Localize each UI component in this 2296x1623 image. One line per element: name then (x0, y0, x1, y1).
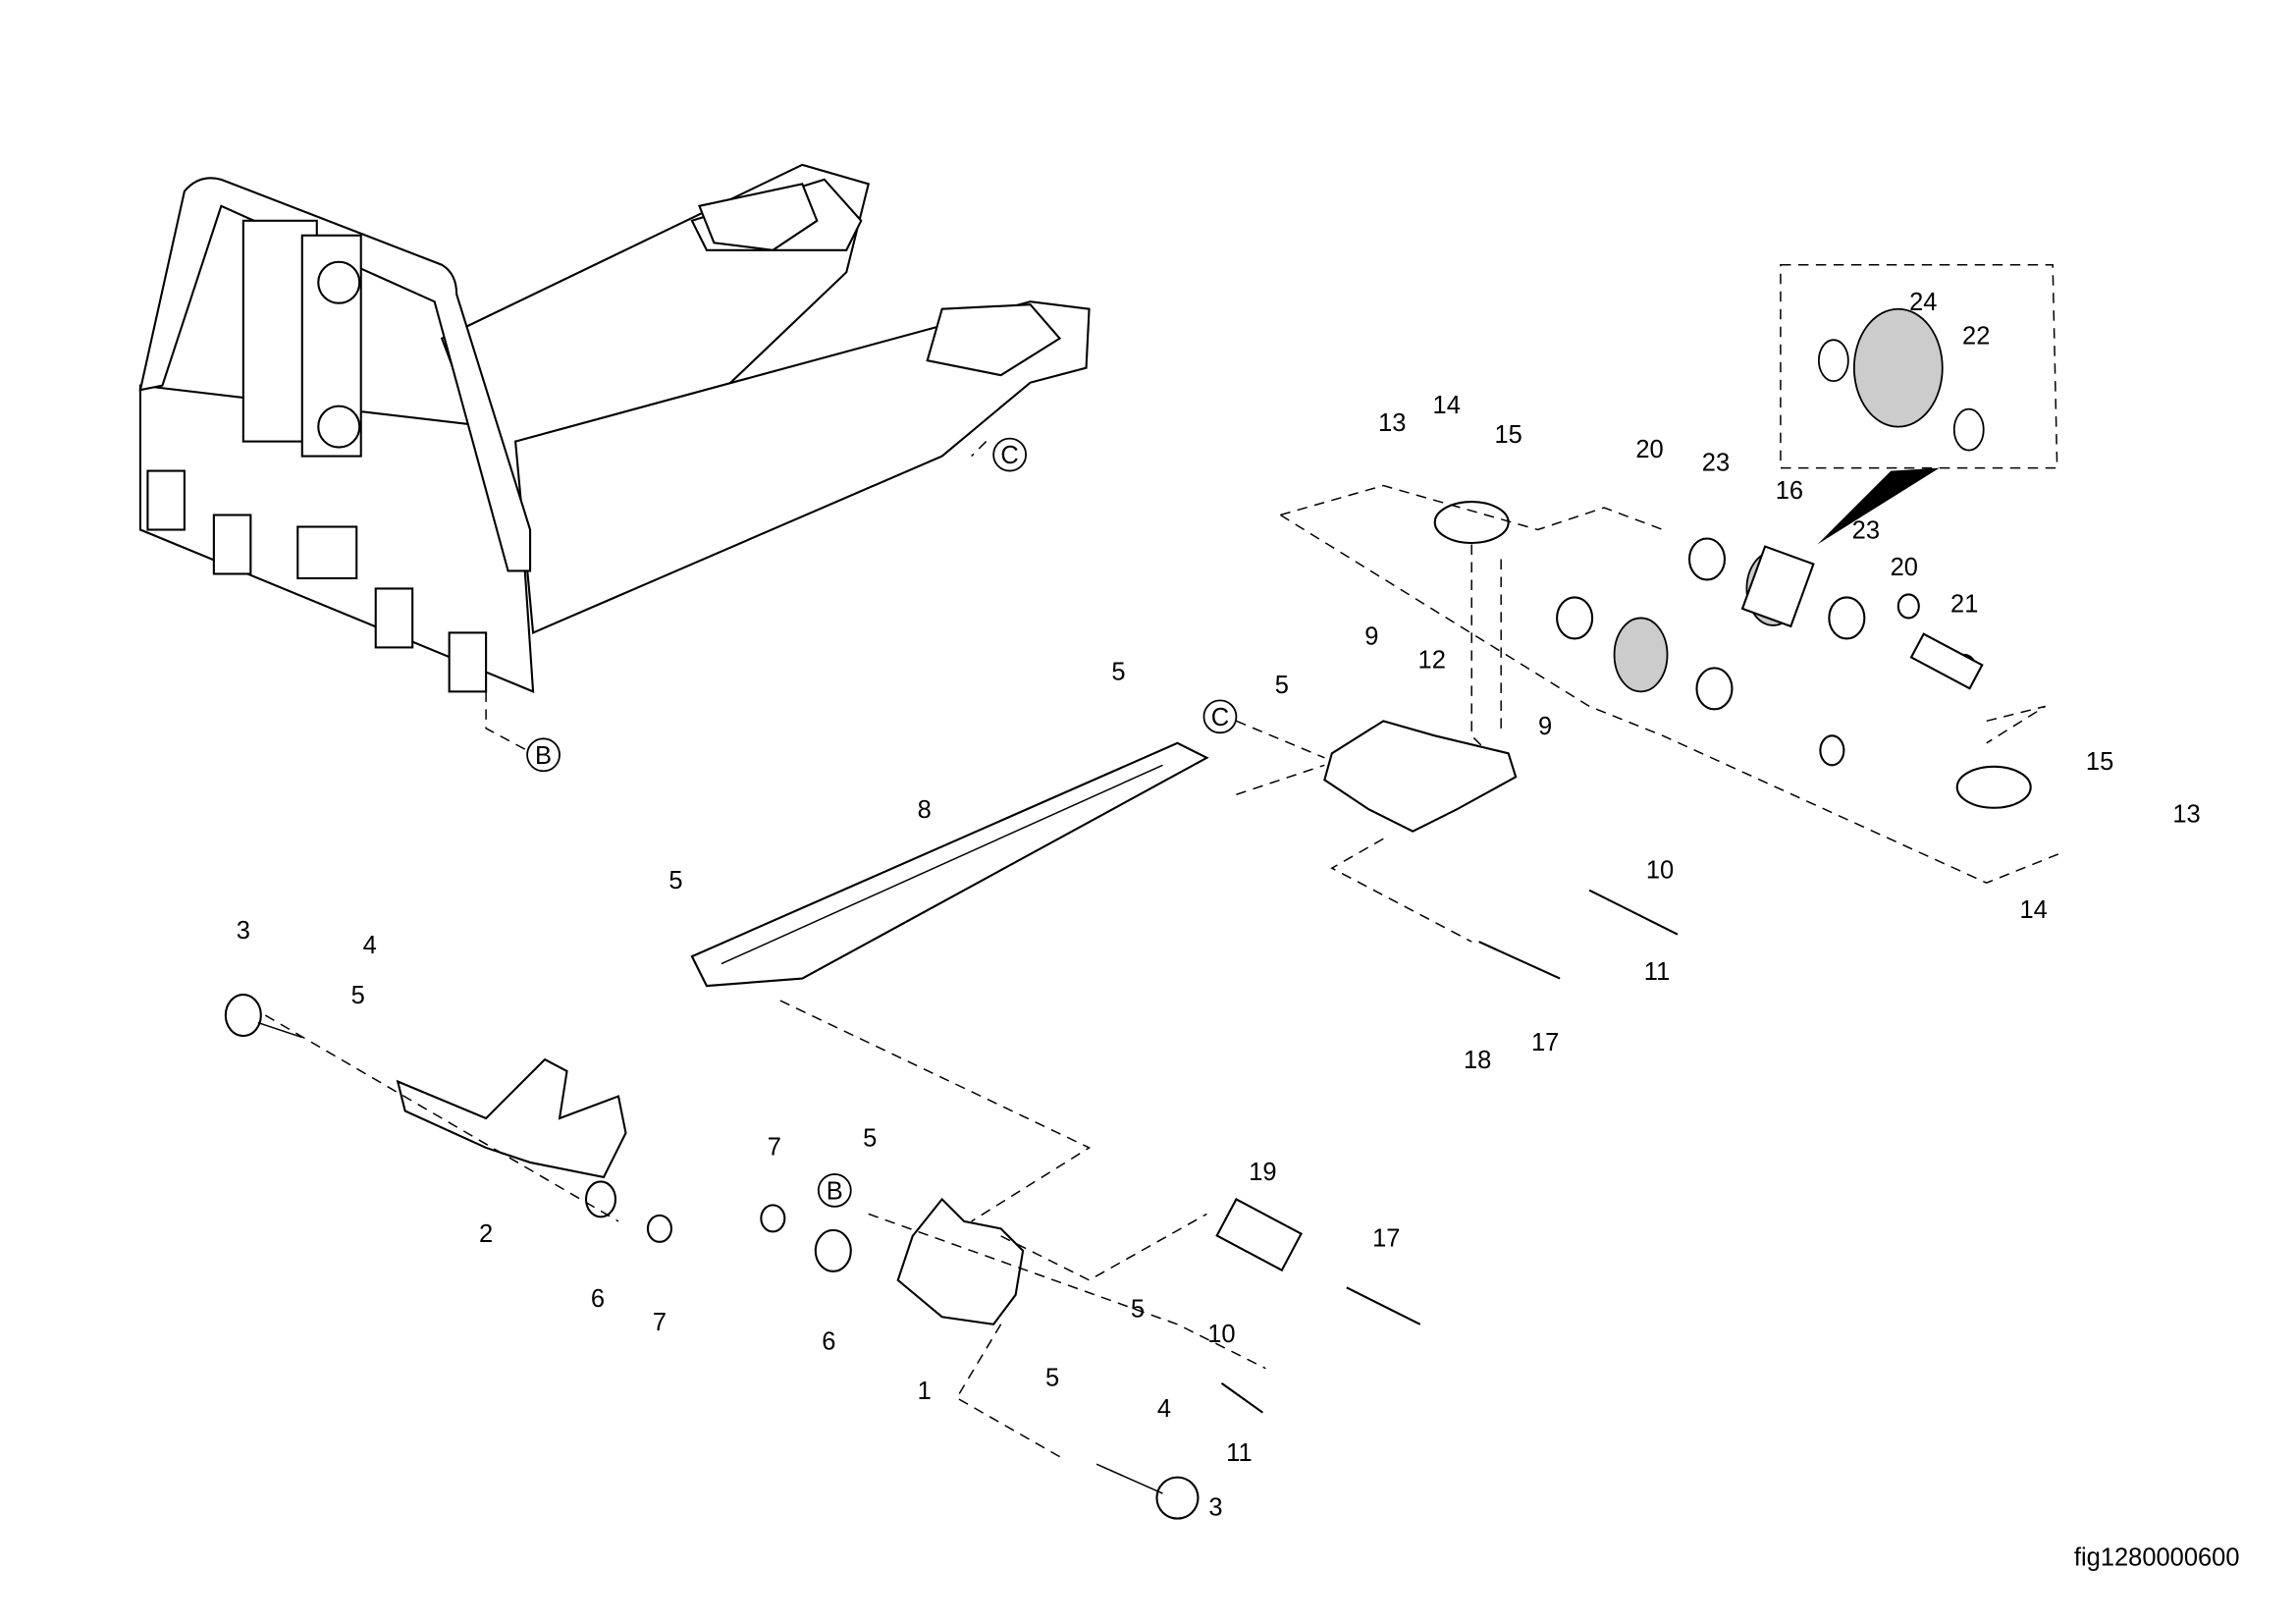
callout: 5 (668, 867, 682, 894)
link-rod (690, 741, 1209, 988)
callout: 9 (1364, 622, 1378, 650)
callout: 20 (1891, 554, 1918, 581)
callout: 15 (2086, 748, 2113, 776)
callout: 16 (1776, 477, 1803, 505)
callout: 11 (1226, 1439, 1252, 1467)
svg-text:B: B (535, 742, 552, 770)
svg-text:C: C (1000, 442, 1018, 469)
figure-id: fig1280000600 (2074, 1544, 2240, 1572)
callout: 5 (1045, 1365, 1059, 1392)
svg-text:C: C (1211, 704, 1229, 731)
svg-text:B: B (827, 1177, 843, 1205)
ref-marker-c-frame: C (992, 437, 1028, 472)
callout: 23 (1702, 450, 1730, 477)
callout: 21 (1950, 590, 1978, 618)
callout: 20 (1635, 436, 1663, 463)
callout: 24 (1909, 289, 1937, 316)
callout: 8 (918, 796, 932, 824)
bracket-part-2 (396, 1057, 627, 1179)
ref-marker-b-bracket: B (817, 1173, 852, 1208)
callout: 10 (1207, 1321, 1235, 1348)
callout: 15 (1494, 421, 1522, 449)
callout: 11 (1644, 958, 1670, 986)
lever-bracket (1323, 720, 1518, 833)
callout: 5 (1275, 672, 1289, 699)
callout: 5 (863, 1124, 877, 1152)
callout: 13 (2172, 801, 2200, 829)
callout: 3 (237, 917, 250, 945)
callout: 18 (1464, 1047, 1491, 1074)
callouts: 13 14 15 20 23 24 22 16 23 20 21 15 13 1… (237, 289, 2201, 1521)
ref-marker-c-lever: C (1202, 699, 1238, 734)
ref-marker-b-frame: B (526, 737, 561, 773)
pins-and-bushings (224, 593, 1984, 1520)
callout: 2 (479, 1220, 493, 1248)
callout: 14 (1433, 392, 1461, 419)
callout: 5 (1131, 1295, 1145, 1323)
callout: 9 (1538, 713, 1552, 740)
pallet-truck-frame (138, 163, 1091, 693)
callout: 4 (1157, 1395, 1171, 1423)
callout: 5 (351, 982, 365, 1009)
callout: 1 (918, 1378, 932, 1405)
callout: 12 (1418, 646, 1446, 674)
callout: 7 (768, 1133, 781, 1161)
callout: 6 (822, 1327, 835, 1355)
rollers (1433, 307, 2032, 809)
callout: 4 (363, 932, 377, 959)
callout: 17 (1531, 1029, 1559, 1056)
callout: 23 (1852, 517, 1880, 545)
callout: 22 (1962, 323, 1990, 351)
callout: 19 (1249, 1159, 1276, 1186)
callout: 6 (591, 1285, 605, 1313)
callout: 7 (653, 1309, 667, 1336)
bracket-part-1 (896, 1197, 1025, 1325)
assembly-lines (264, 264, 2060, 1458)
callout: 14 (2020, 896, 2048, 924)
callout: 10 (1646, 857, 1674, 885)
callout: 17 (1372, 1224, 1400, 1252)
callout: 3 (1208, 1494, 1222, 1522)
callout: 13 (1378, 409, 1406, 437)
callout: 5 (1111, 658, 1125, 685)
